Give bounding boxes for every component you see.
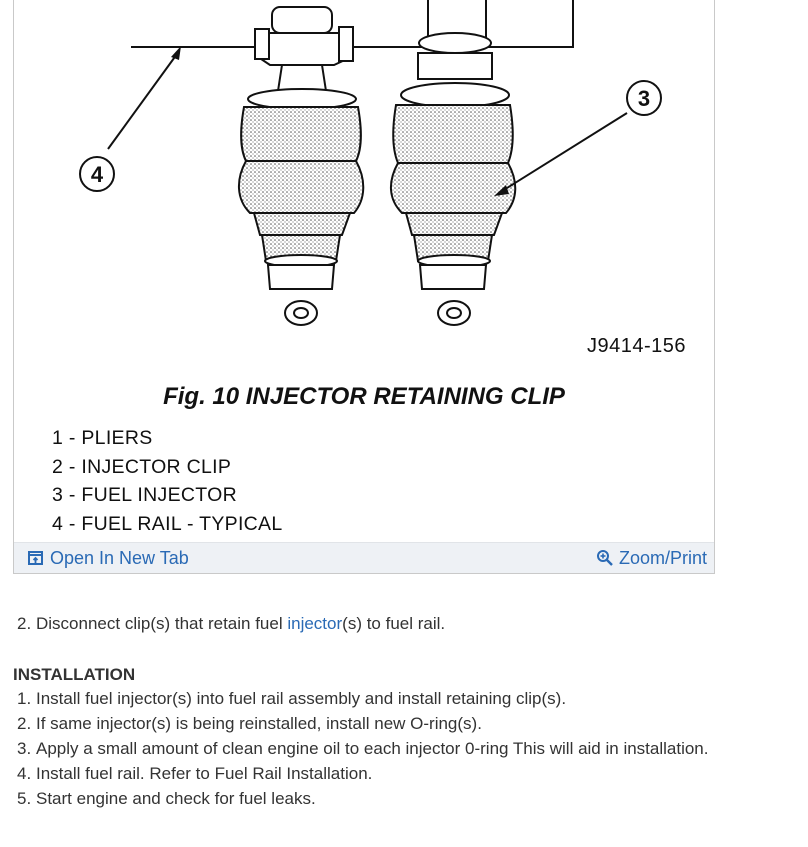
- legend-item: 1 - PLIERS: [52, 427, 153, 449]
- step-text: Disconnect clip(s) that retain fuel inje…: [36, 611, 445, 636]
- step-number: 4.: [17, 764, 32, 783]
- step-text: Apply a small amount of clean engine oil…: [36, 739, 709, 758]
- figure-footer: Open In New Tab Zoom/Print: [14, 542, 714, 573]
- open-new-tab-icon: [27, 549, 45, 567]
- figure-card: 4 3 J9414-156 Fig. 10 INJECTOR RETAINING…: [13, 0, 715, 574]
- legend-item: 4 - FUEL RAIL - TYPICAL: [52, 512, 283, 535]
- zoom-icon: [596, 549, 614, 567]
- legend-item: 2 - INJECTOR CLIP: [52, 455, 232, 478]
- figure-legend: 1 - PLIERS 2 - INJECTOR CLIP 3 - FUEL IN…: [52, 424, 283, 538]
- step-text: Install fuel rail. Refer to Fuel Rail In…: [36, 764, 373, 783]
- step-text-part: (s) to fuel rail.: [342, 614, 446, 633]
- figure-caption: Fig. 10 INJECTOR RETAINING CLIP: [163, 383, 565, 410]
- step-text: If same injector(s) is being reinstalled…: [36, 714, 482, 733]
- step-text: Start engine and check for fuel leaks.: [36, 789, 316, 808]
- legend-item: 3 - FUEL INJECTOR: [52, 484, 237, 506]
- step-text: Install fuel injector(s) into fuel rail …: [36, 689, 567, 708]
- callout-4: 4: [91, 162, 104, 187]
- step-number: 1.: [17, 689, 32, 708]
- step-text-part: Disconnect clip(s) that retain fuel: [36, 614, 288, 633]
- figure-code: J9414-156: [587, 335, 687, 357]
- step-number: 2.: [17, 614, 32, 633]
- step-number: 2.: [17, 714, 32, 733]
- zoom-print-link[interactable]: Zoom/Print: [596, 546, 707, 570]
- injector-link[interactable]: injector: [287, 614, 343, 633]
- zoom-print-label[interactable]: Zoom/Print: [618, 547, 707, 568]
- injector-illustration: 4 3 J9414-156 Fig. 10 INJECTOR RETAINING…: [14, 0, 714, 541]
- installation-heading: INSTALLATION: [13, 665, 136, 684]
- callout-3: 3: [638, 86, 650, 111]
- injector-drawing: 4 3: [79, 0, 662, 326]
- step-number: 3.: [17, 739, 32, 758]
- open-in-new-tab-link[interactable]: Open In New Tab: [27, 546, 189, 570]
- open-in-new-tab-label[interactable]: Open In New Tab: [50, 547, 189, 568]
- step-number: 5.: [17, 789, 32, 808]
